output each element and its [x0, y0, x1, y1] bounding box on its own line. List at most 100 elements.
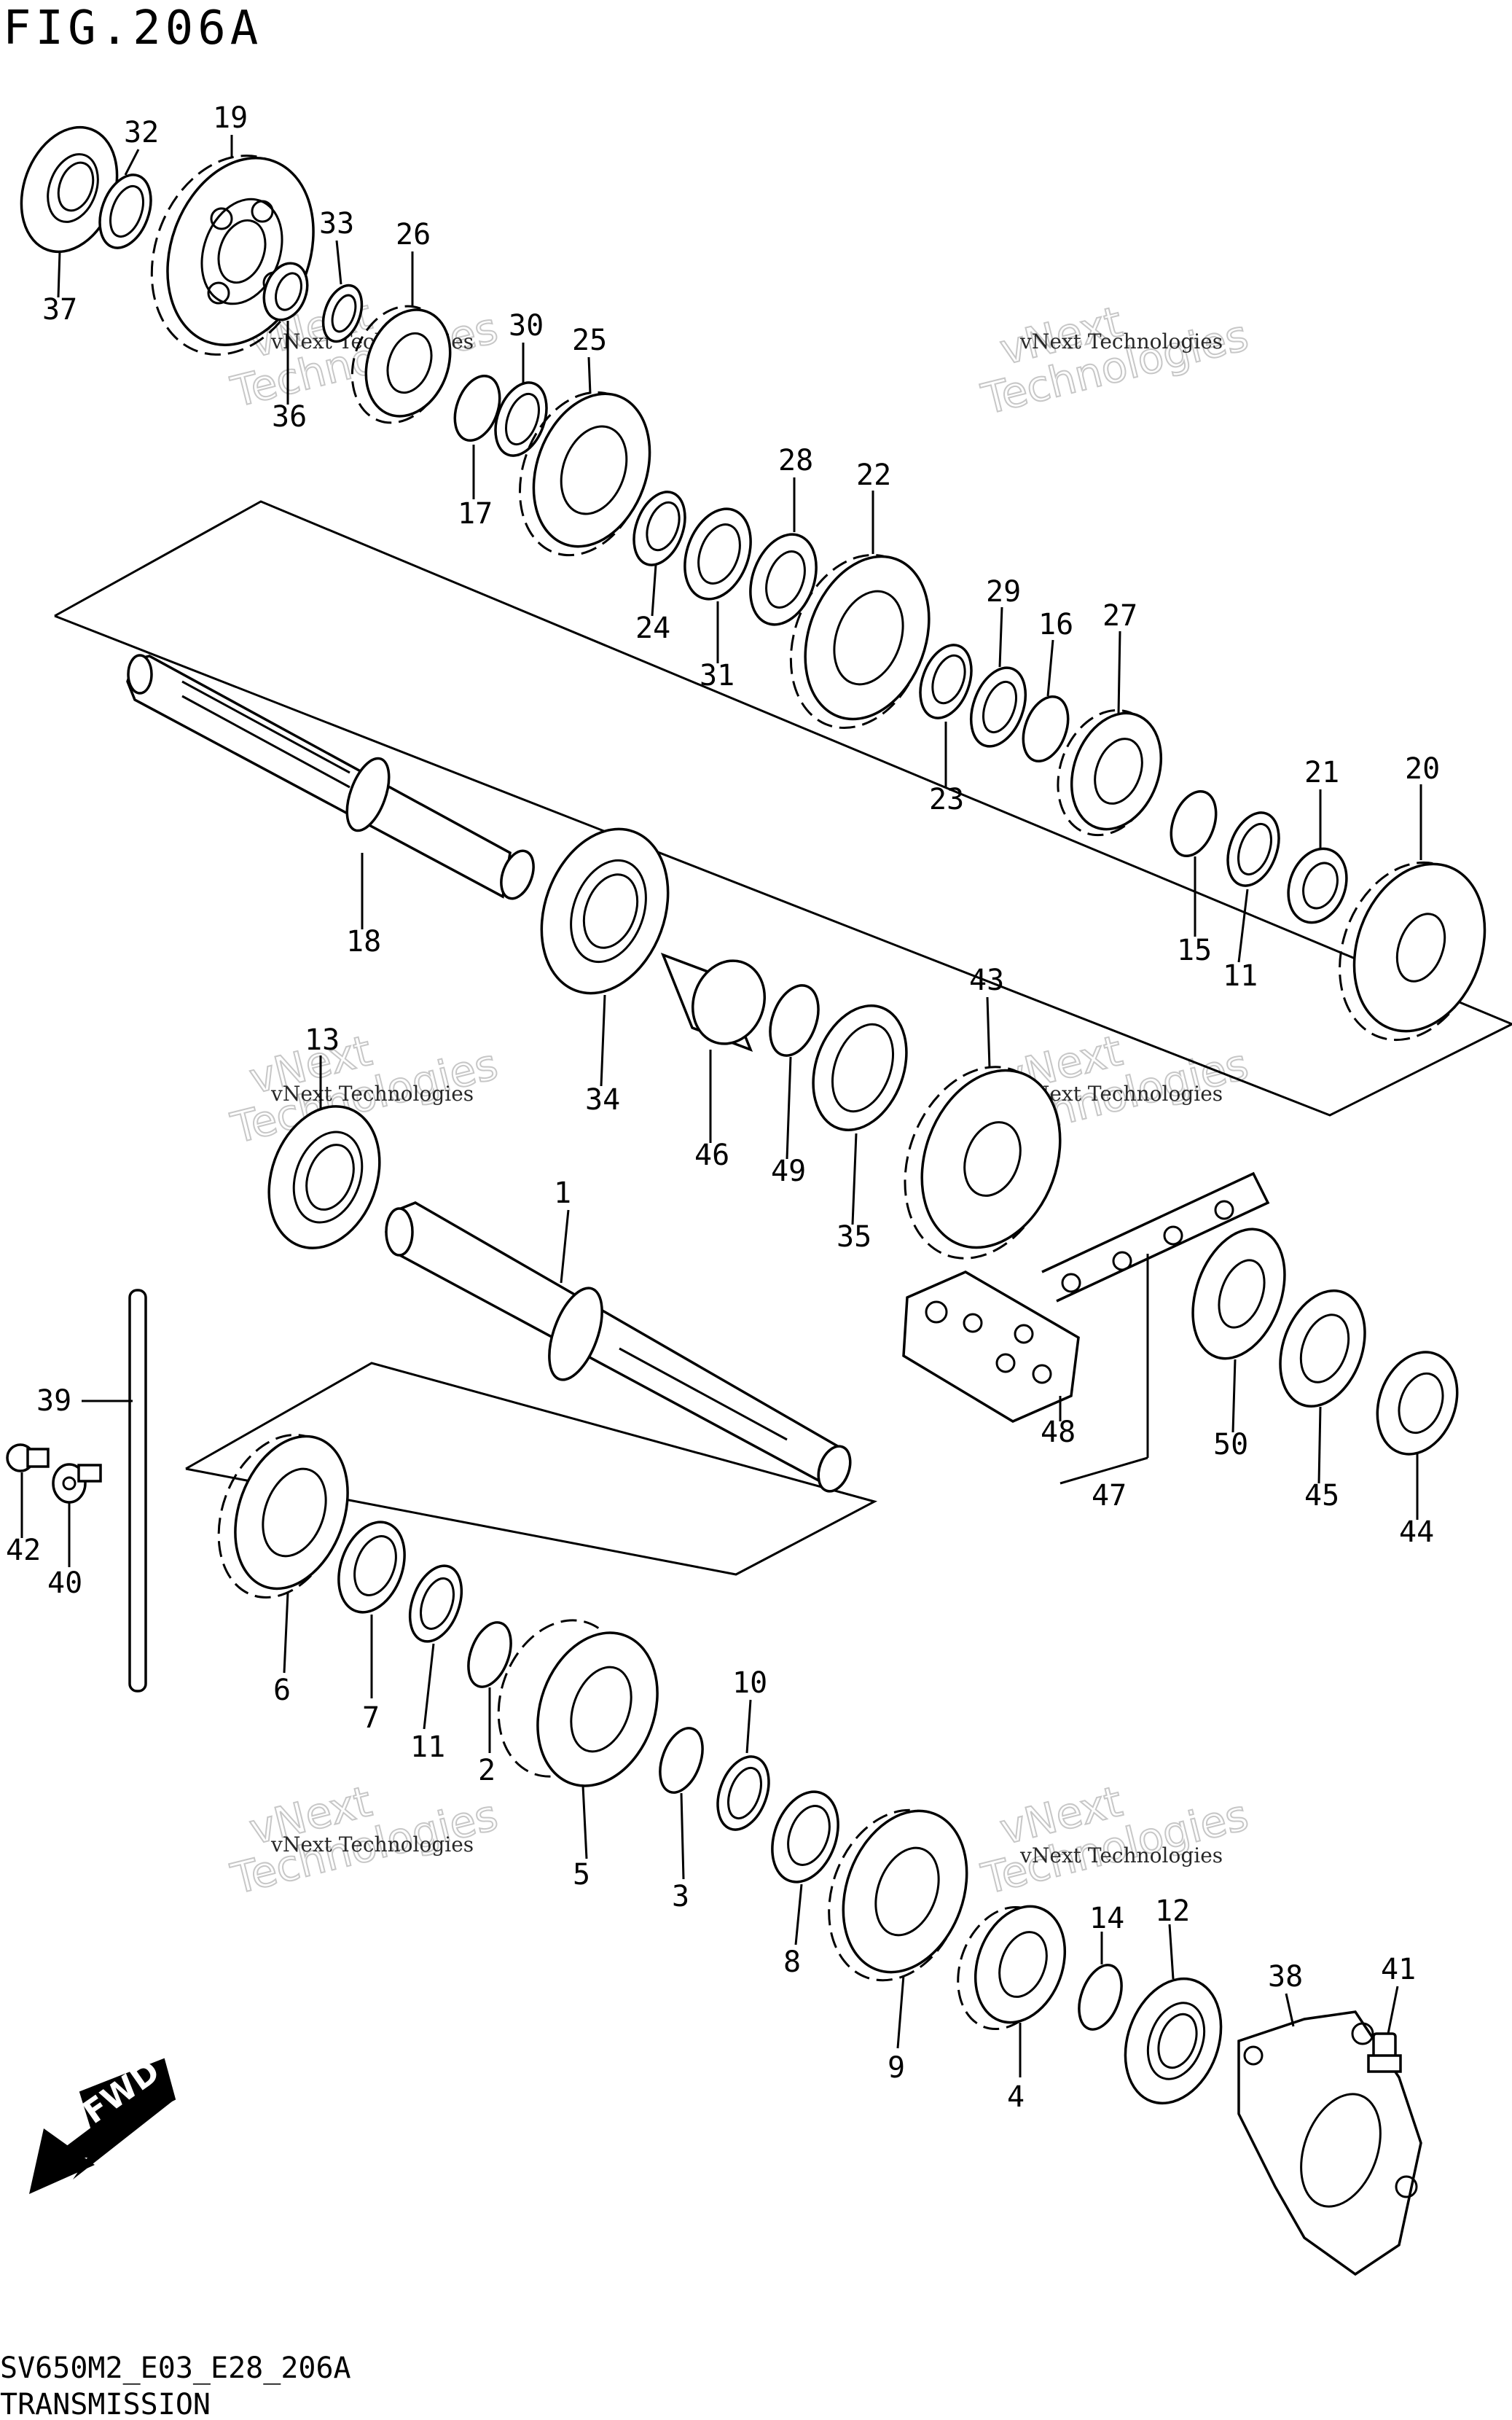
part-3-circlip[interactable] — [652, 1722, 710, 1798]
leader-line — [896, 1975, 905, 2049]
part-27-gear[interactable] — [1041, 696, 1177, 849]
part-label[interactable]: 16 — [1038, 608, 1073, 641]
part-label[interactable]: 43 — [969, 964, 1004, 997]
part-11-washer-upper[interactable] — [1218, 805, 1288, 893]
part-label[interactable]: 45 — [1304, 1479, 1339, 1512]
part-14-circlip[interactable] — [1071, 1959, 1129, 2035]
part-label[interactable]: 47 — [1092, 1479, 1127, 1512]
part-20-gear[interactable] — [1316, 843, 1507, 1060]
part-35-oil-seal[interactable] — [797, 993, 923, 1143]
part-label[interactable]: 31 — [700, 659, 735, 692]
part-label[interactable]: 27 — [1102, 599, 1137, 633]
part-11-washer-lower[interactable] — [400, 1558, 471, 1648]
part-44-nut[interactable] — [1364, 1341, 1471, 1466]
part-label[interactable]: 5 — [573, 1858, 590, 1892]
part-10-washer[interactable] — [708, 1749, 778, 1837]
part-32-washer[interactable] — [90, 168, 160, 255]
part-label[interactable]: 7 — [362, 1701, 380, 1735]
part-label[interactable]: 29 — [986, 575, 1021, 609]
part-25-gear[interactable] — [498, 375, 670, 573]
part-label[interactable]: 13 — [305, 1023, 340, 1057]
part-26-gear[interactable] — [337, 293, 465, 437]
part-label[interactable]: 3 — [672, 1880, 689, 1913]
part-15-circlip[interactable] — [1163, 785, 1224, 862]
part-50-washer[interactable] — [1176, 1217, 1301, 1372]
part-36-needle-bearing[interactable] — [256, 257, 315, 326]
part-24-bushing[interactable] — [624, 485, 694, 572]
part-label[interactable]: 32 — [124, 116, 159, 149]
part-18-countershaft[interactable] — [126, 654, 539, 903]
part-40-plate[interactable] — [52, 1463, 102, 1504]
part-label[interactable]: 24 — [635, 612, 670, 645]
part-9-gear[interactable] — [806, 1791, 988, 1999]
part-5-gear[interactable] — [477, 1603, 678, 1803]
part-label[interactable]: 14 — [1089, 1902, 1124, 1935]
part-31-lock-washer[interactable] — [673, 499, 763, 608]
part-label[interactable]: 48 — [1041, 1416, 1076, 1449]
part-label[interactable]: 33 — [319, 207, 354, 241]
part-label[interactable]: 28 — [778, 444, 813, 477]
part-38-bearing-retainer[interactable] — [1237, 2010, 1422, 2276]
part-7-bushing[interactable] — [327, 1512, 417, 1621]
part-label[interactable]: 11 — [410, 1730, 445, 1764]
part-49-o-ring[interactable] — [761, 979, 828, 1062]
part-label[interactable]: 19 — [213, 101, 248, 135]
part-8-bushing[interactable] — [761, 1782, 850, 1891]
part-6-gear[interactable] — [197, 1418, 367, 1615]
part-label[interactable]: 20 — [1405, 752, 1440, 786]
part-label[interactable]: 4 — [1007, 2080, 1025, 2114]
part-label[interactable]: 10 — [732, 1666, 767, 1700]
part-label[interactable]: 35 — [837, 1220, 871, 1254]
part-13-bearing[interactable] — [250, 1090, 399, 1263]
part-label[interactable]: 17 — [458, 497, 493, 531]
part-label[interactable]: 12 — [1155, 1894, 1190, 1928]
part-1-driveshaft[interactable] — [385, 1201, 856, 1496]
part-label[interactable]: 15 — [1177, 934, 1212, 967]
part-label[interactable]: 25 — [572, 324, 607, 357]
part-label[interactable]: 38 — [1268, 1960, 1303, 1994]
part-2-circlip[interactable] — [461, 1617, 519, 1693]
part-label[interactable]: 34 — [585, 1083, 620, 1117]
part-label[interactable]: 22 — [856, 458, 891, 492]
part-label[interactable]: 11 — [1223, 959, 1258, 993]
part-label[interactable]: 1 — [554, 1176, 571, 1210]
part-23-bushing[interactable] — [911, 638, 981, 725]
part-label[interactable]: 37 — [42, 293, 77, 327]
part-label[interactable]: 49 — [771, 1155, 806, 1188]
part-28-lock-washer[interactable] — [739, 525, 829, 633]
part-label[interactable]: 9 — [888, 2051, 905, 2085]
part-label[interactable]: 30 — [509, 309, 544, 343]
part-33-washer[interactable] — [316, 280, 369, 347]
part-21-needle-bearing[interactable] — [1279, 840, 1357, 931]
part-label[interactable]: 50 — [1213, 1428, 1248, 1461]
part-22-gear[interactable] — [768, 536, 951, 746]
part-label[interactable]: 41 — [1381, 1953, 1416, 1986]
part-label[interactable]: 2 — [478, 1754, 495, 1787]
part-label[interactable]: 18 — [346, 925, 381, 959]
part-label[interactable]: 6 — [273, 1674, 291, 1707]
part-label[interactable]: 46 — [694, 1139, 729, 1172]
part-46-collar[interactable] — [660, 951, 776, 1054]
part-12-bearing[interactable] — [1109, 1965, 1238, 2117]
part-16-circlip[interactable] — [1015, 690, 1076, 768]
part-37-bearing[interactable] — [5, 114, 134, 265]
part-label[interactable]: 44 — [1399, 1515, 1434, 1549]
part-label[interactable]: 26 — [396, 218, 431, 251]
part-label[interactable]: 39 — [36, 1384, 71, 1418]
part-41-bolt[interactable] — [1367, 2032, 1402, 2073]
part-48-chain-joint[interactable] — [902, 1270, 1080, 1423]
part-label[interactable]: 40 — [47, 1566, 82, 1600]
part-29-washer[interactable] — [961, 660, 1035, 754]
part-4-gear[interactable] — [941, 1894, 1080, 2042]
part-label[interactable]: 36 — [272, 400, 307, 434]
part-label[interactable]: 42 — [6, 1534, 41, 1567]
part-45-lock-washer[interactable] — [1265, 1279, 1380, 1418]
part-label[interactable]: 23 — [929, 783, 964, 816]
part-43-sprocket[interactable] — [880, 1046, 1084, 1280]
part-39-rod[interactable] — [128, 1289, 147, 1693]
part-42-bolt[interactable] — [6, 1443, 50, 1472]
part-34-bearing[interactable] — [520, 811, 689, 1011]
part-47-drive-chain[interactable] — [1041, 1171, 1270, 1303]
part-label[interactable]: 8 — [783, 1945, 801, 1979]
part-label[interactable]: 21 — [1304, 756, 1339, 789]
